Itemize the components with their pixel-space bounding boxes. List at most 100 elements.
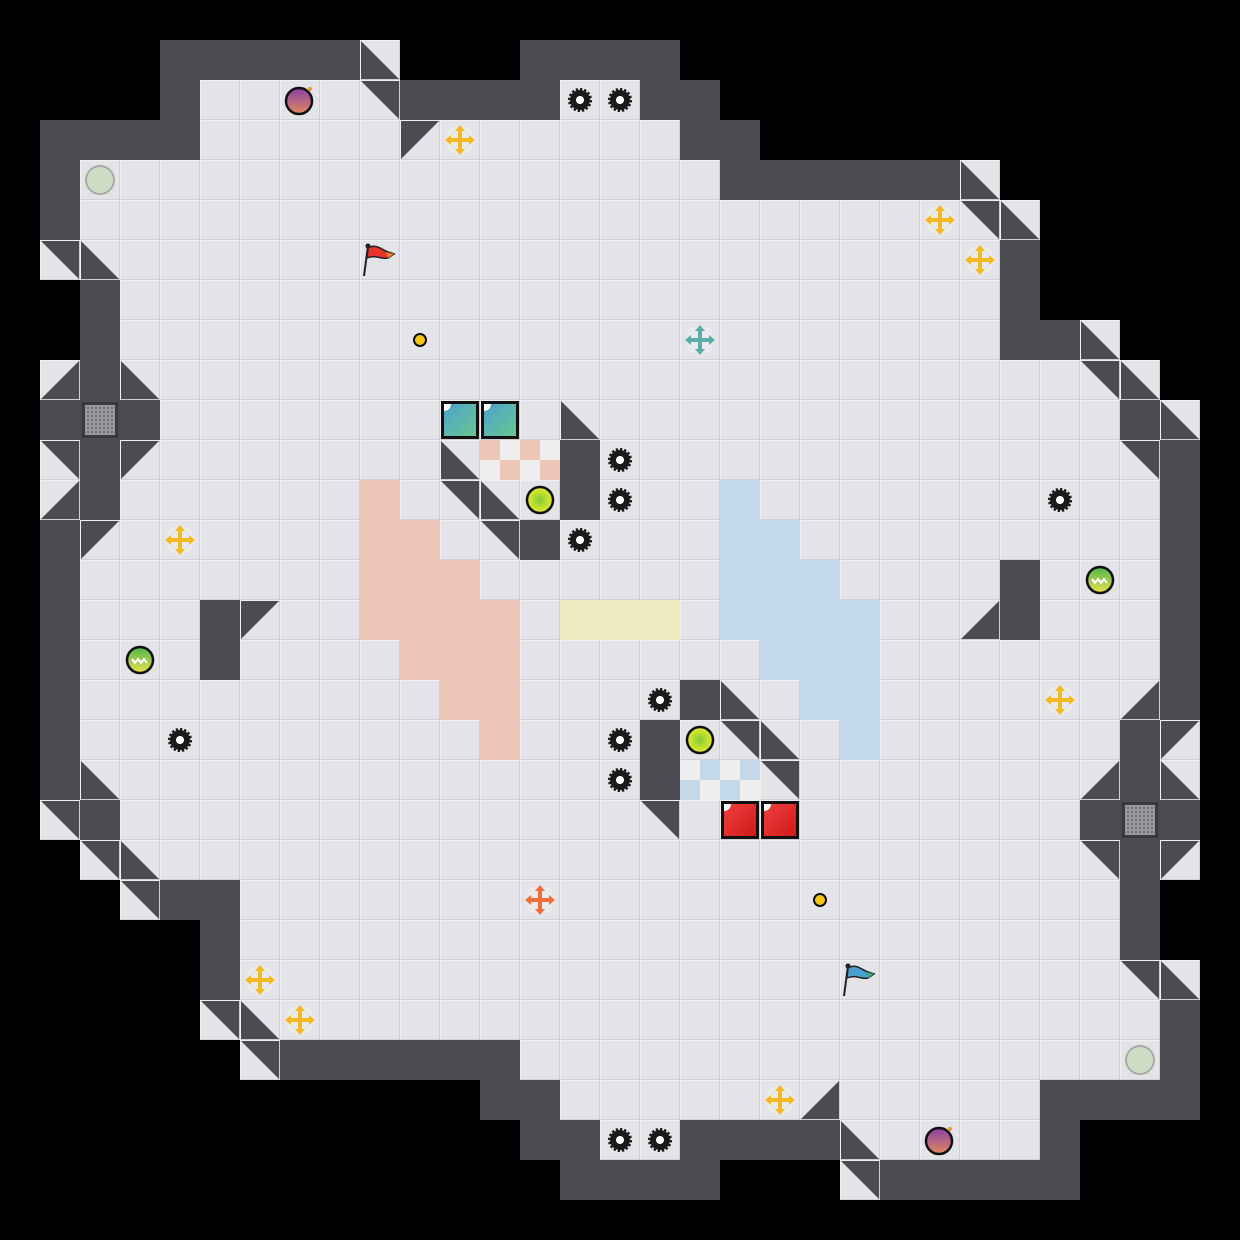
floor-tile: [360, 880, 400, 920]
floor-tile: [1000, 360, 1040, 400]
floor-tile: [320, 520, 360, 560]
floor-tile: [920, 480, 960, 520]
floor-tile: [200, 560, 240, 600]
floor-tile: [160, 200, 200, 240]
wall-tile: [440, 1040, 480, 1080]
floor-tile: [1080, 960, 1120, 1000]
floor-tile: [1080, 480, 1120, 520]
floor-tile: [160, 320, 200, 360]
floor-tile: [200, 760, 240, 800]
blue-zone-tile: [760, 600, 800, 640]
floor-tile: [440, 960, 480, 1000]
wall-tile: [520, 520, 560, 560]
floor-tile: [1040, 720, 1080, 760]
wall-tile: [1120, 720, 1160, 760]
inactive-powerup-icon: [80, 160, 120, 200]
spike-gear-icon: [640, 1120, 680, 1160]
diagonal-wall-tile: [1160, 760, 1200, 800]
diagonal-wall-tile: [840, 1160, 880, 1200]
wall-tile: [40, 520, 80, 560]
wall-tile: [680, 1120, 720, 1160]
bomb-icon: [280, 80, 320, 120]
floor-tile: [480, 160, 520, 200]
wall-tile: [680, 680, 720, 720]
blue-checker-tile: [680, 760, 700, 780]
floor-tile: [1000, 1040, 1040, 1080]
blue-checker-tile: [700, 760, 720, 780]
floor-tile: [1000, 960, 1040, 1000]
wall-tile: [840, 160, 880, 200]
floor-tile: [560, 280, 600, 320]
floor-tile: [360, 280, 400, 320]
floor-tile: [960, 800, 1000, 840]
wall-tile: [640, 1160, 680, 1200]
red-zone-tile: [400, 560, 440, 600]
floor-tile: [1080, 520, 1120, 560]
floor-tile: [280, 120, 320, 160]
wall-tile: [200, 40, 240, 80]
red-checker-tile: [500, 460, 520, 480]
wall-tile: [320, 1040, 360, 1080]
wall-tile: [720, 1120, 760, 1160]
floor-tile: [760, 360, 800, 400]
diagonal-wall-tile: [720, 680, 760, 720]
floor-tile: [360, 720, 400, 760]
red-team-block: [760, 800, 800, 840]
floor-tile: [1040, 760, 1080, 800]
diagonal-wall-tile: [40, 480, 80, 520]
floor-tile: [360, 160, 400, 200]
floor-tile: [880, 520, 920, 560]
floor-tile: [440, 800, 480, 840]
wall-tile: [560, 40, 600, 80]
floor-tile: [520, 760, 560, 800]
floor-tile: [280, 160, 320, 200]
floor-tile: [360, 640, 400, 680]
floor-tile: [880, 360, 920, 400]
floor-tile: [160, 640, 200, 680]
floor-tile: [320, 800, 360, 840]
floor-tile: [200, 480, 240, 520]
floor-tile: [120, 520, 160, 560]
spike-gear-icon: [600, 480, 640, 520]
wall-tile: [80, 280, 120, 320]
floor-tile: [320, 400, 360, 440]
wall-tile: [880, 160, 920, 200]
floor-tile: [480, 760, 520, 800]
diagonal-wall-tile: [960, 200, 1000, 240]
floor-tile: [280, 680, 320, 720]
floor-tile: [440, 240, 480, 280]
wall-tile: [40, 600, 80, 640]
floor-tile: [1040, 800, 1080, 840]
floor-tile: [280, 520, 320, 560]
yellow-boost-icon: [920, 200, 960, 240]
floor-tile: [800, 440, 840, 480]
wall-tile: [920, 160, 960, 200]
floor-tile: [240, 400, 280, 440]
wall-tile: [80, 800, 120, 840]
spike-gear-icon: [600, 720, 640, 760]
floor-tile: [280, 720, 320, 760]
wall-tile: [1160, 1000, 1200, 1040]
floor-tile: [640, 160, 680, 200]
floor-tile: [960, 1000, 1000, 1040]
floor-tile: [280, 360, 320, 400]
floor-tile: [1040, 640, 1080, 680]
floor-tile: [240, 880, 280, 920]
diagonal-wall: [81, 841, 119, 879]
blue-checker-tile: [700, 780, 720, 800]
diagonal-wall: [361, 41, 399, 79]
floor-tile: [520, 160, 560, 200]
floor-tile: [320, 440, 360, 480]
floor-tile: [520, 400, 560, 440]
floor-tile: [520, 680, 560, 720]
floor-tile: [320, 1000, 360, 1040]
floor-tile: [680, 520, 720, 560]
diagonal-wall-tile: [960, 600, 1000, 640]
floor-tile: [680, 360, 720, 400]
diagonal-wall: [1081, 321, 1119, 359]
diagonal-wall: [721, 721, 759, 759]
red-checker-tile: [520, 440, 540, 460]
diagonal-wall-tile: [1080, 320, 1120, 360]
wall-tile: [400, 1040, 440, 1080]
floor-tile: [520, 1000, 560, 1040]
